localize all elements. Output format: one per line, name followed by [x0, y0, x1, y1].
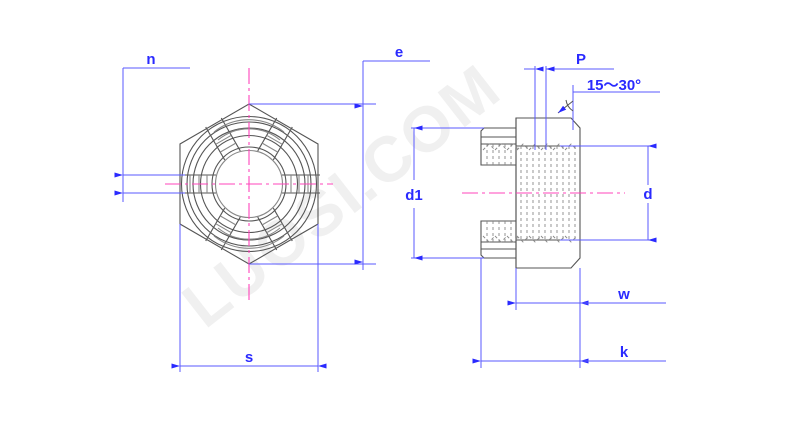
slot-upper-left: [205, 117, 241, 161]
dimension-layer: [114, 60, 666, 372]
side-view: [480, 117, 581, 269]
dimension-w: [507, 268, 666, 310]
slot-lower-right: [257, 207, 293, 251]
watermark-text: LUOSI.COM: [169, 50, 513, 341]
dimension-labels: n e s P 15〜30° d1 d w k: [146, 44, 652, 366]
dimension-k: [472, 258, 666, 368]
watermark: LUOSI.COM: [169, 50, 513, 341]
front-view-centerlines: [165, 68, 333, 300]
dimension-p: [524, 66, 614, 150]
label-n: n: [146, 51, 155, 68]
label-s: s: [245, 349, 253, 366]
angle-arc: [565, 99, 574, 112]
dimension-n: [114, 67, 190, 202]
dimension-e: [249, 60, 430, 270]
dimension-s: [171, 224, 327, 372]
label-angle: 15〜30°: [587, 77, 641, 94]
angle-pointer: [557, 100, 574, 114]
crown-hidden-lines: [482, 143, 520, 243]
thread-hidden-lines: [516, 143, 578, 243]
dimension-d1: [411, 125, 484, 261]
label-d1: d1: [405, 187, 423, 204]
label-k: k: [620, 344, 629, 361]
label-w: w: [617, 286, 630, 303]
slot-lower-left: [205, 207, 241, 251]
label-e: e: [395, 44, 403, 61]
dimension-d: [560, 143, 657, 243]
dimension-angle: [557, 85, 660, 130]
label-p: P: [576, 51, 586, 68]
slot-upper-right: [257, 117, 293, 161]
label-d: d: [643, 186, 652, 203]
